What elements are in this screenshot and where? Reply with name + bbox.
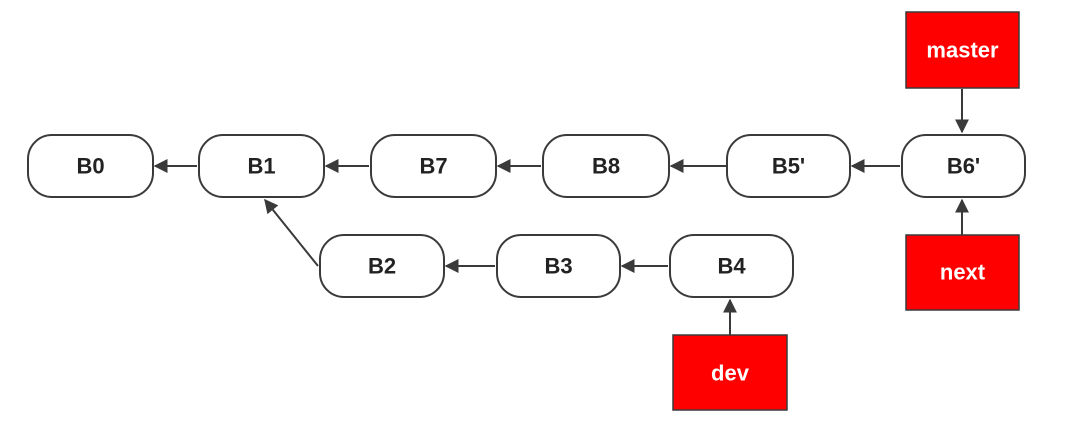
commit-label-b6-prime: B6': [947, 154, 980, 179]
commit-node-b1[interactable]: B1: [198, 134, 325, 198]
commit-label-b4: B4: [717, 254, 746, 279]
branch-label-master: master: [926, 38, 999, 63]
commit-node-b7[interactable]: B7: [370, 134, 497, 198]
commit-node-b4[interactable]: B4: [669, 234, 794, 298]
commit-label-b0: B0: [76, 154, 104, 179]
commit-label-b2: B2: [368, 254, 396, 279]
commit-node-b5-prime[interactable]: B5': [726, 134, 851, 198]
branch-ref-master[interactable]: master: [905, 11, 1020, 89]
branch-label-dev: dev: [711, 361, 750, 386]
commit-label-b1: B1: [247, 154, 275, 179]
commit-node-b6-prime[interactable]: B6': [901, 134, 1026, 198]
branch-ref-dev[interactable]: dev: [672, 334, 788, 411]
branch-ref-master-box: [905, 11, 1020, 89]
commit-label-b7: B7: [419, 154, 447, 179]
commit-node-b0[interactable]: B0: [27, 134, 154, 198]
commit-label-b3: B3: [544, 254, 572, 279]
commit-node-b8[interactable]: B8: [542, 134, 670, 198]
edge-b2-to-b1: [264, 198, 319, 267]
commit-node-b3[interactable]: B3: [496, 234, 621, 298]
commit-node-b2[interactable]: B2: [319, 234, 445, 298]
branch-ref-dev-box: [672, 334, 788, 411]
commit-label-b5-prime: B5': [772, 154, 805, 179]
branch-ref-next-box: [905, 234, 1020, 311]
branch-ref-next[interactable]: next: [905, 234, 1020, 311]
branch-label-next: next: [940, 260, 986, 285]
commit-label-b8: B8: [592, 154, 620, 179]
